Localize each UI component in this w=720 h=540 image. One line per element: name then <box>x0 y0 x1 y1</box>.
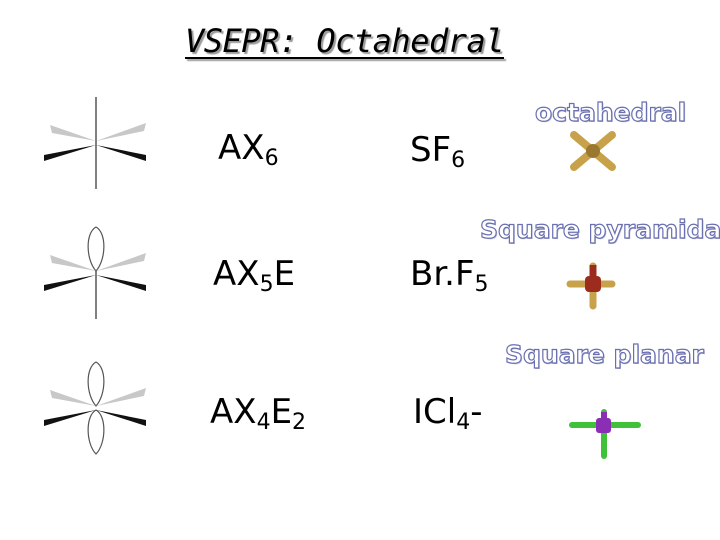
formula-ax6: AX6 <box>218 128 279 171</box>
formula-ax5e: AX5E <box>213 254 296 297</box>
shape-label-octahedral: octahedral <box>534 97 687 127</box>
square-pyramidal-model <box>566 262 616 310</box>
page-title: VSEPR: Octahedral <box>185 22 505 60</box>
square-planar-model <box>569 409 641 459</box>
octahedral-model <box>570 131 616 171</box>
shape-label-square-pyramidal: Square pyramida <box>479 214 720 244</box>
square-planar-geometry-sketch <box>44 361 146 455</box>
example-icl4-minus: ICl4- <box>413 392 483 435</box>
example-sf6: SF6 <box>410 130 466 173</box>
formula-ax4e2: AX4E2 <box>210 392 307 435</box>
octahedral-geometry-sketch <box>44 97 146 189</box>
example-brf5: Br.F5 <box>410 254 489 297</box>
shape-label-square-planar: Square planar <box>504 339 704 369</box>
square-pyramidal-geometry-sketch <box>44 226 146 319</box>
